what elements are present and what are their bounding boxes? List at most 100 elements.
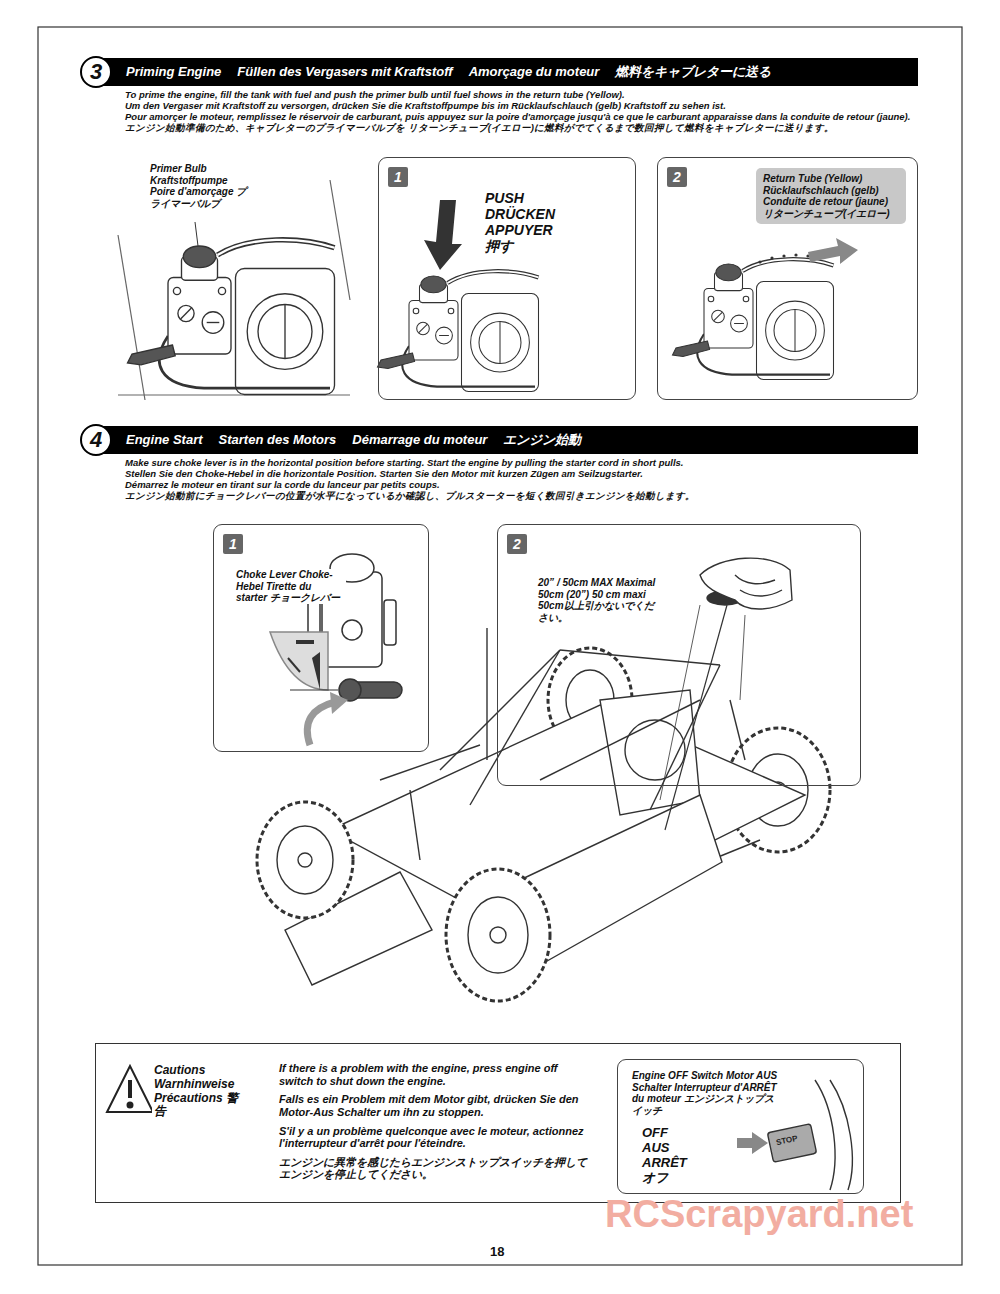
choke-sketch — [296, 640, 314, 644]
intro-line: Pour amorçer le moteur, remplissez le ré… — [125, 112, 945, 123]
choke-sketch — [307, 702, 335, 745]
header-titles: Engine Start Starten des Motors Démarrage … — [126, 426, 581, 454]
page-frame — [38, 27, 962, 1265]
choke-sketch — [270, 632, 328, 690]
caution-line: S'il y a un problème quelconque avec le … — [279, 1125, 591, 1150]
car-sketch — [470, 650, 560, 805]
starter-hand — [740, 615, 745, 700]
choke-sketch — [330, 692, 348, 714]
intro-line: To prime the engine, fill the tank with … — [125, 90, 945, 101]
section-title: Démarrage du moteur — [352, 433, 487, 448]
step-panel: 1Choke Lever Choke-Hebel Tirette du star… — [213, 524, 429, 752]
step-panel: 1PUSH DRÜCKEN APPUYER 押す — [378, 157, 636, 400]
step-number: 4 — [80, 424, 112, 456]
carburetor-sketch — [128, 240, 335, 395]
fuel-dots — [782, 254, 785, 257]
section-title: Amorçage du moteur — [469, 65, 600, 80]
car-sketch — [380, 745, 480, 780]
wheel — [298, 853, 312, 867]
wheel — [490, 927, 506, 943]
car-sketch — [410, 790, 420, 860]
intro-line: Make sure choke lever is in the horizont… — [125, 458, 945, 469]
callout-label: 20” / 50cm MAX Maximal 50cm (20”) 50 cm … — [536, 577, 664, 623]
switch-box: Engine OFF Switch Motor AUS Schalter Int… — [617, 1059, 864, 1194]
carburetor-sketch — [673, 259, 834, 379]
callout-label: PUSH DRÜCKEN APPUYER 押す — [483, 190, 567, 254]
step-badge: 2 — [667, 167, 687, 187]
car-sketch — [486, 628, 487, 760]
caution-heading: Cautions Warnhinweise Précautions 警告 — [152, 1064, 252, 1119]
leader-line — [195, 222, 198, 246]
choke-sketch — [342, 620, 362, 640]
section-header: 4 Engine Start Starten des Motors Démarrage… — [80, 424, 918, 456]
wheel — [257, 802, 353, 918]
starter-hand — [740, 590, 782, 596]
section-title: Starten des Motors — [219, 433, 337, 448]
caution-line: エンジンに異常を感じたらエンジンストップスイッチを押して エンジンを停止してくだ… — [279, 1156, 591, 1181]
stop-switch — [815, 1080, 835, 1190]
part-label: Primer Bulb Kraftstoffpumpe Poire d'amor… — [148, 163, 252, 209]
section-title: Engine Start — [126, 433, 203, 448]
warning-triangle — [107, 1066, 153, 1112]
wheel — [446, 869, 550, 1001]
car-sketch — [625, 720, 685, 780]
section-title: Priming Engine — [126, 65, 221, 80]
intro-line: エンジン始動準備のため、キャブレターのプライマーバルブを リターンチューブ(イエ… — [125, 123, 945, 134]
fuel-dots — [758, 260, 761, 263]
fuel-dots — [770, 256, 773, 259]
carburetor-sketch — [378, 271, 539, 391]
warning-triangle — [128, 1080, 132, 1098]
car-sketch — [540, 700, 700, 780]
warning-triangle — [107, 1066, 153, 1112]
caution-line: If there is a problem with the engine, p… — [279, 1062, 591, 1087]
part-label: Return Tube (Yellow) Rücklaufschlauch (g… — [763, 173, 899, 219]
caution-box: Cautions Warnhinweise Précautions 警告 If t… — [95, 1043, 901, 1203]
step-panel: 2 20” / 50cm MAX Maximal 50cm (20”) 50 cm… — [497, 524, 861, 786]
flow-arrow — [808, 238, 858, 264]
off-label: OFF AUS ARRÊT オフ — [640, 1126, 700, 1186]
choke-sketch — [384, 600, 396, 645]
callout-label: Choke Lever Choke-Hebel Tirette du start… — [234, 569, 346, 604]
car-sketch — [730, 700, 745, 760]
step-number: 3 — [80, 56, 112, 88]
car-sketch — [257, 628, 830, 1001]
car-sketch — [560, 650, 720, 665]
section-title: エンジン始動 — [503, 433, 581, 448]
starter-hand — [665, 605, 727, 830]
starter-hand — [660, 558, 792, 830]
starter-hand — [660, 605, 700, 800]
section-header: 3 Priming Engine Füllen des Vergasers mit … — [80, 56, 918, 88]
wheel — [257, 802, 353, 918]
intro-line: Démarrez le moteur en tirant sur la cord… — [125, 480, 945, 491]
wheel — [446, 869, 550, 1001]
step-badge: 2 — [507, 534, 527, 554]
stop-switch — [737, 1132, 768, 1154]
stop-switch — [830, 1080, 852, 1190]
wheel — [277, 826, 333, 894]
car-sketch — [600, 690, 700, 815]
cage-lines — [118, 180, 350, 400]
step-badge: 1 — [223, 534, 243, 554]
watermark: RCScrapyard.net — [605, 1193, 913, 1237]
car-sketch — [650, 665, 720, 810]
choke-sketch — [288, 658, 300, 672]
section-title: Füllen des Vergasers mit Kraftstoff — [237, 65, 452, 80]
cage-lines — [118, 235, 145, 400]
caution-line: Falls es ein Problem mit dem Motor gibt,… — [279, 1093, 591, 1118]
intro-line: Stellen Sie den Choke-Hebel in die horiz… — [125, 469, 945, 480]
step-badge: 1 — [388, 167, 408, 187]
intro-line: エンジン始動前にチョークレバーの位置が水平になっているか確認し、プルスターターを… — [125, 491, 945, 502]
choke-sketch — [290, 689, 338, 690]
intro-text: To prime the engine, fill the tank with … — [125, 90, 945, 134]
stop-switch — [767, 1124, 816, 1162]
fuel-dots — [794, 253, 797, 256]
section-title: 燃料をキャブレターに送る — [615, 65, 771, 80]
starter-hand — [735, 575, 775, 584]
header-titles: Priming Engine Füllen des Vergasers mit K… — [126, 58, 771, 86]
starter-hand — [700, 558, 792, 609]
switch-label: Engine OFF Switch Motor AUS Schalter Int… — [630, 1070, 784, 1116]
push-arrow — [424, 200, 462, 270]
callout-box: Return Tube (Yellow) Rücklaufschlauch (g… — [756, 168, 906, 224]
wheel — [468, 897, 528, 973]
